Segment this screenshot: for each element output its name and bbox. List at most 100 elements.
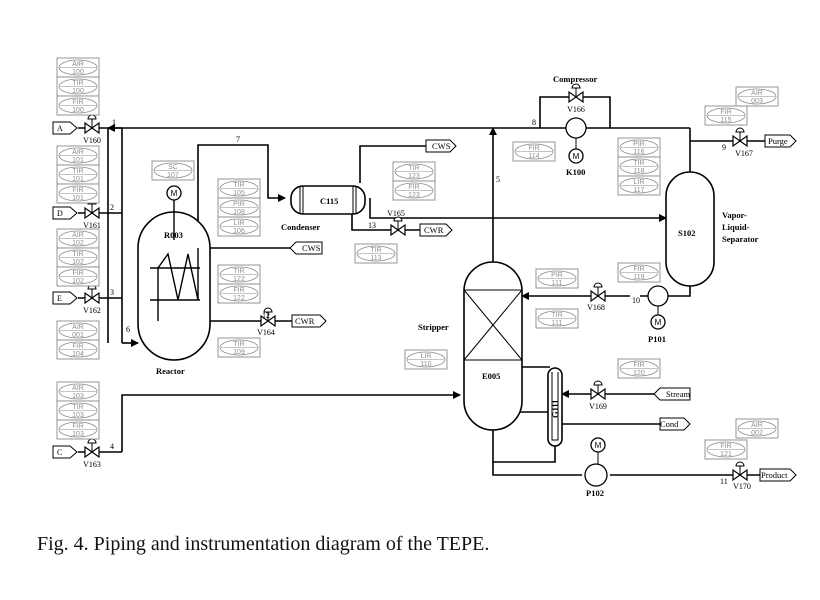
instrument-tag-type: TIR (233, 341, 244, 348)
instrument-tag-type: AIR (72, 232, 84, 239)
valve-v167[interactable]: V167 (732, 127, 753, 158)
instrument-tag-number: 002 (751, 430, 763, 437)
instrument-tag-number: 119 (633, 274, 644, 281)
instrument-tag-type: FIR (72, 187, 83, 194)
instrument-tag-number: 103 (72, 393, 84, 400)
stream-13: 13 (368, 221, 376, 230)
feed-d-arrow (52, 206, 78, 220)
stream-10: 10 (632, 296, 640, 305)
reactor-label: Reactor (156, 366, 185, 376)
instrument-tag-type: PIR (551, 272, 563, 279)
instrument-tag-type: TIR (233, 268, 244, 275)
instrument-tag-type: AIR (72, 385, 84, 392)
valve-v168[interactable]: V168 (587, 282, 606, 312)
condenser-to-separator (369, 198, 667, 222)
valve-v161[interactable]: V161 (83, 199, 101, 230)
cwr-reactor-arrow (291, 314, 327, 328)
instrument-tag-type: PIR (233, 201, 245, 208)
pid-diagram: M M M M V160V161V162V163V164V165V166V167… (52, 57, 797, 498)
valve-v162[interactable]: V162 (83, 284, 101, 315)
instrument-tag-number: 114 (528, 153, 539, 160)
stream-12: 12 (262, 311, 270, 320)
valve-v163[interactable]: V163 (83, 438, 101, 469)
cws-condenser-arrow (425, 139, 457, 153)
instrument-tag-type: FIR (72, 343, 83, 350)
instrument-tag-number: 117 (633, 187, 644, 194)
reactor-id: R003 (164, 230, 183, 240)
feed-arrows (52, 121, 797, 482)
stream-8: 8 (532, 118, 536, 127)
valve-label: V160 (83, 136, 101, 145)
instrument-tag-number: 113 (370, 255, 381, 262)
instrument-tag-type: FIR (72, 270, 83, 277)
product-arrow (759, 468, 797, 482)
valve-v170[interactable]: V170 (732, 461, 751, 491)
valve-v166[interactable]: V166 (567, 83, 585, 114)
stream-7: 7 (236, 135, 240, 144)
instrument-tag-type: TIR (551, 312, 562, 319)
instrument-tag-type: TIR (72, 80, 83, 87)
instrument-tag-type: TIR (408, 165, 419, 172)
compressor-id: K100 (566, 167, 585, 177)
instrument-tag-number: 123 (408, 173, 420, 180)
pump-p101-id: P101 (648, 334, 666, 344)
heater-id: G111 (550, 400, 560, 418)
valve-label: V166 (567, 105, 585, 114)
product-text: Product (761, 470, 788, 480)
cond-text: Cond (660, 419, 679, 429)
instrument-tag-type: TIR (370, 247, 381, 254)
stripper-id: E005 (482, 371, 500, 381)
instrument-tag-type: AIR (751, 90, 763, 97)
valve-v165[interactable]: V165 (387, 209, 406, 237)
valve-v164[interactable]: V164 (257, 307, 276, 337)
separator-label-1: Vapor- (722, 210, 747, 220)
separator-vessel (665, 171, 715, 287)
instrument-tag-type: AIR (751, 422, 763, 429)
valve-label: V168 (587, 303, 605, 312)
heater-return (492, 430, 556, 463)
stripper-bottoms (492, 462, 582, 476)
instrument-tag-type: FIR (72, 99, 83, 106)
instrument-tag-type: AIR (72, 149, 84, 156)
instrument-tag-number: 103 (72, 412, 84, 419)
instrument-tag-type: LIR (634, 179, 645, 186)
condenser-cws-line (359, 145, 426, 183)
figure-caption: Fig. 4. Piping and instrumentation diagr… (37, 533, 490, 555)
instrument-tag-type: FIR (72, 423, 83, 430)
feed-c-label: C (57, 448, 62, 457)
valve-label: V163 (83, 460, 101, 469)
valve-v169[interactable]: V169 (589, 380, 607, 411)
instrument-tag-number: 100 (72, 107, 84, 114)
cws-condenser-text: CWS (432, 141, 451, 151)
instrument-tag-type: FIR (233, 287, 244, 294)
cwr-condenser-arrow (419, 223, 453, 237)
stripper-label: Stripper (418, 322, 449, 332)
instrument-tag-number: 105 (233, 190, 245, 197)
stream-text: Stream (666, 389, 690, 399)
valve-label: V167 (735, 149, 753, 158)
instrument-tag-number: 104 (72, 351, 84, 358)
instrument-tag-number: 108 (233, 209, 245, 216)
stream-1: 1 (112, 118, 116, 127)
stream-2: 2 (110, 203, 114, 212)
separator-id: S102 (678, 228, 695, 238)
instrument-tag-type: TIR (72, 168, 83, 175)
valve-label: V161 (83, 221, 101, 230)
feed-c-arrow (52, 445, 78, 459)
valve-v160[interactable]: V160 (83, 114, 101, 145)
instrument-tag-number: 115 (720, 117, 731, 124)
motor-shafts (575, 138, 659, 464)
